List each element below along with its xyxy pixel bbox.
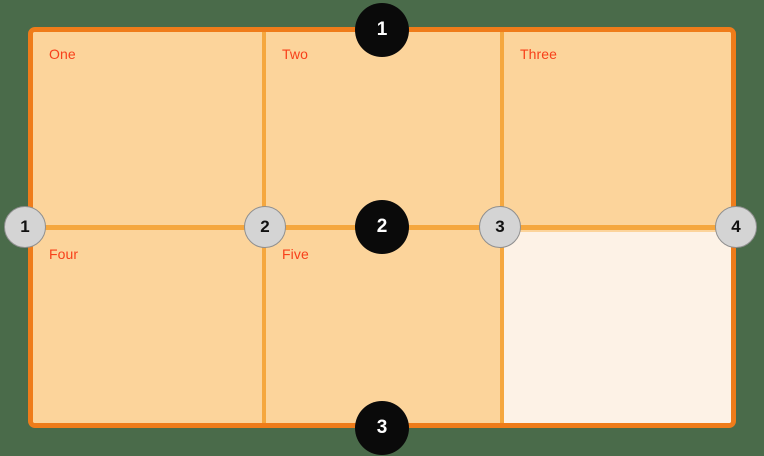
handle-gray-4-label: 4 — [731, 217, 741, 236]
grid-cell-two[interactable]: Two — [266, 32, 500, 227]
handle-gray-3[interactable]: 3 — [479, 206, 521, 248]
marker-black-2[interactable]: 2 — [355, 200, 409, 254]
cell-label-one: One — [49, 46, 76, 62]
marker-black-3-label: 3 — [376, 417, 388, 438]
grid-cell-five[interactable]: Five — [266, 232, 500, 423]
handle-gray-3-label: 3 — [495, 217, 505, 236]
marker-black-3[interactable]: 3 — [355, 401, 409, 455]
marker-black-1[interactable]: 1 — [355, 3, 409, 57]
grid-cell-one[interactable]: One — [33, 32, 262, 227]
cell-label-two: Two — [282, 46, 308, 62]
cell-label-three: Three — [520, 46, 558, 62]
grid-cell-four[interactable]: Four — [33, 232, 262, 423]
cell-label-five: Five — [282, 246, 309, 262]
marker-black-2-label: 2 — [376, 216, 388, 237]
handle-gray-1[interactable]: 1 — [4, 206, 46, 248]
grid-cell-three[interactable]: Three — [504, 32, 731, 227]
grid-cell-empty[interactable] — [504, 232, 731, 423]
handle-gray-2-label: 2 — [260, 217, 270, 236]
handle-gray-2[interactable]: 2 — [244, 206, 286, 248]
cell-label-four: Four — [49, 246, 79, 262]
marker-black-1-label: 1 — [376, 19, 388, 40]
grid-frame: One Two Three Four Five — [28, 27, 736, 428]
handle-gray-1-label: 1 — [20, 217, 30, 236]
handle-gray-4[interactable]: 4 — [715, 206, 757, 248]
